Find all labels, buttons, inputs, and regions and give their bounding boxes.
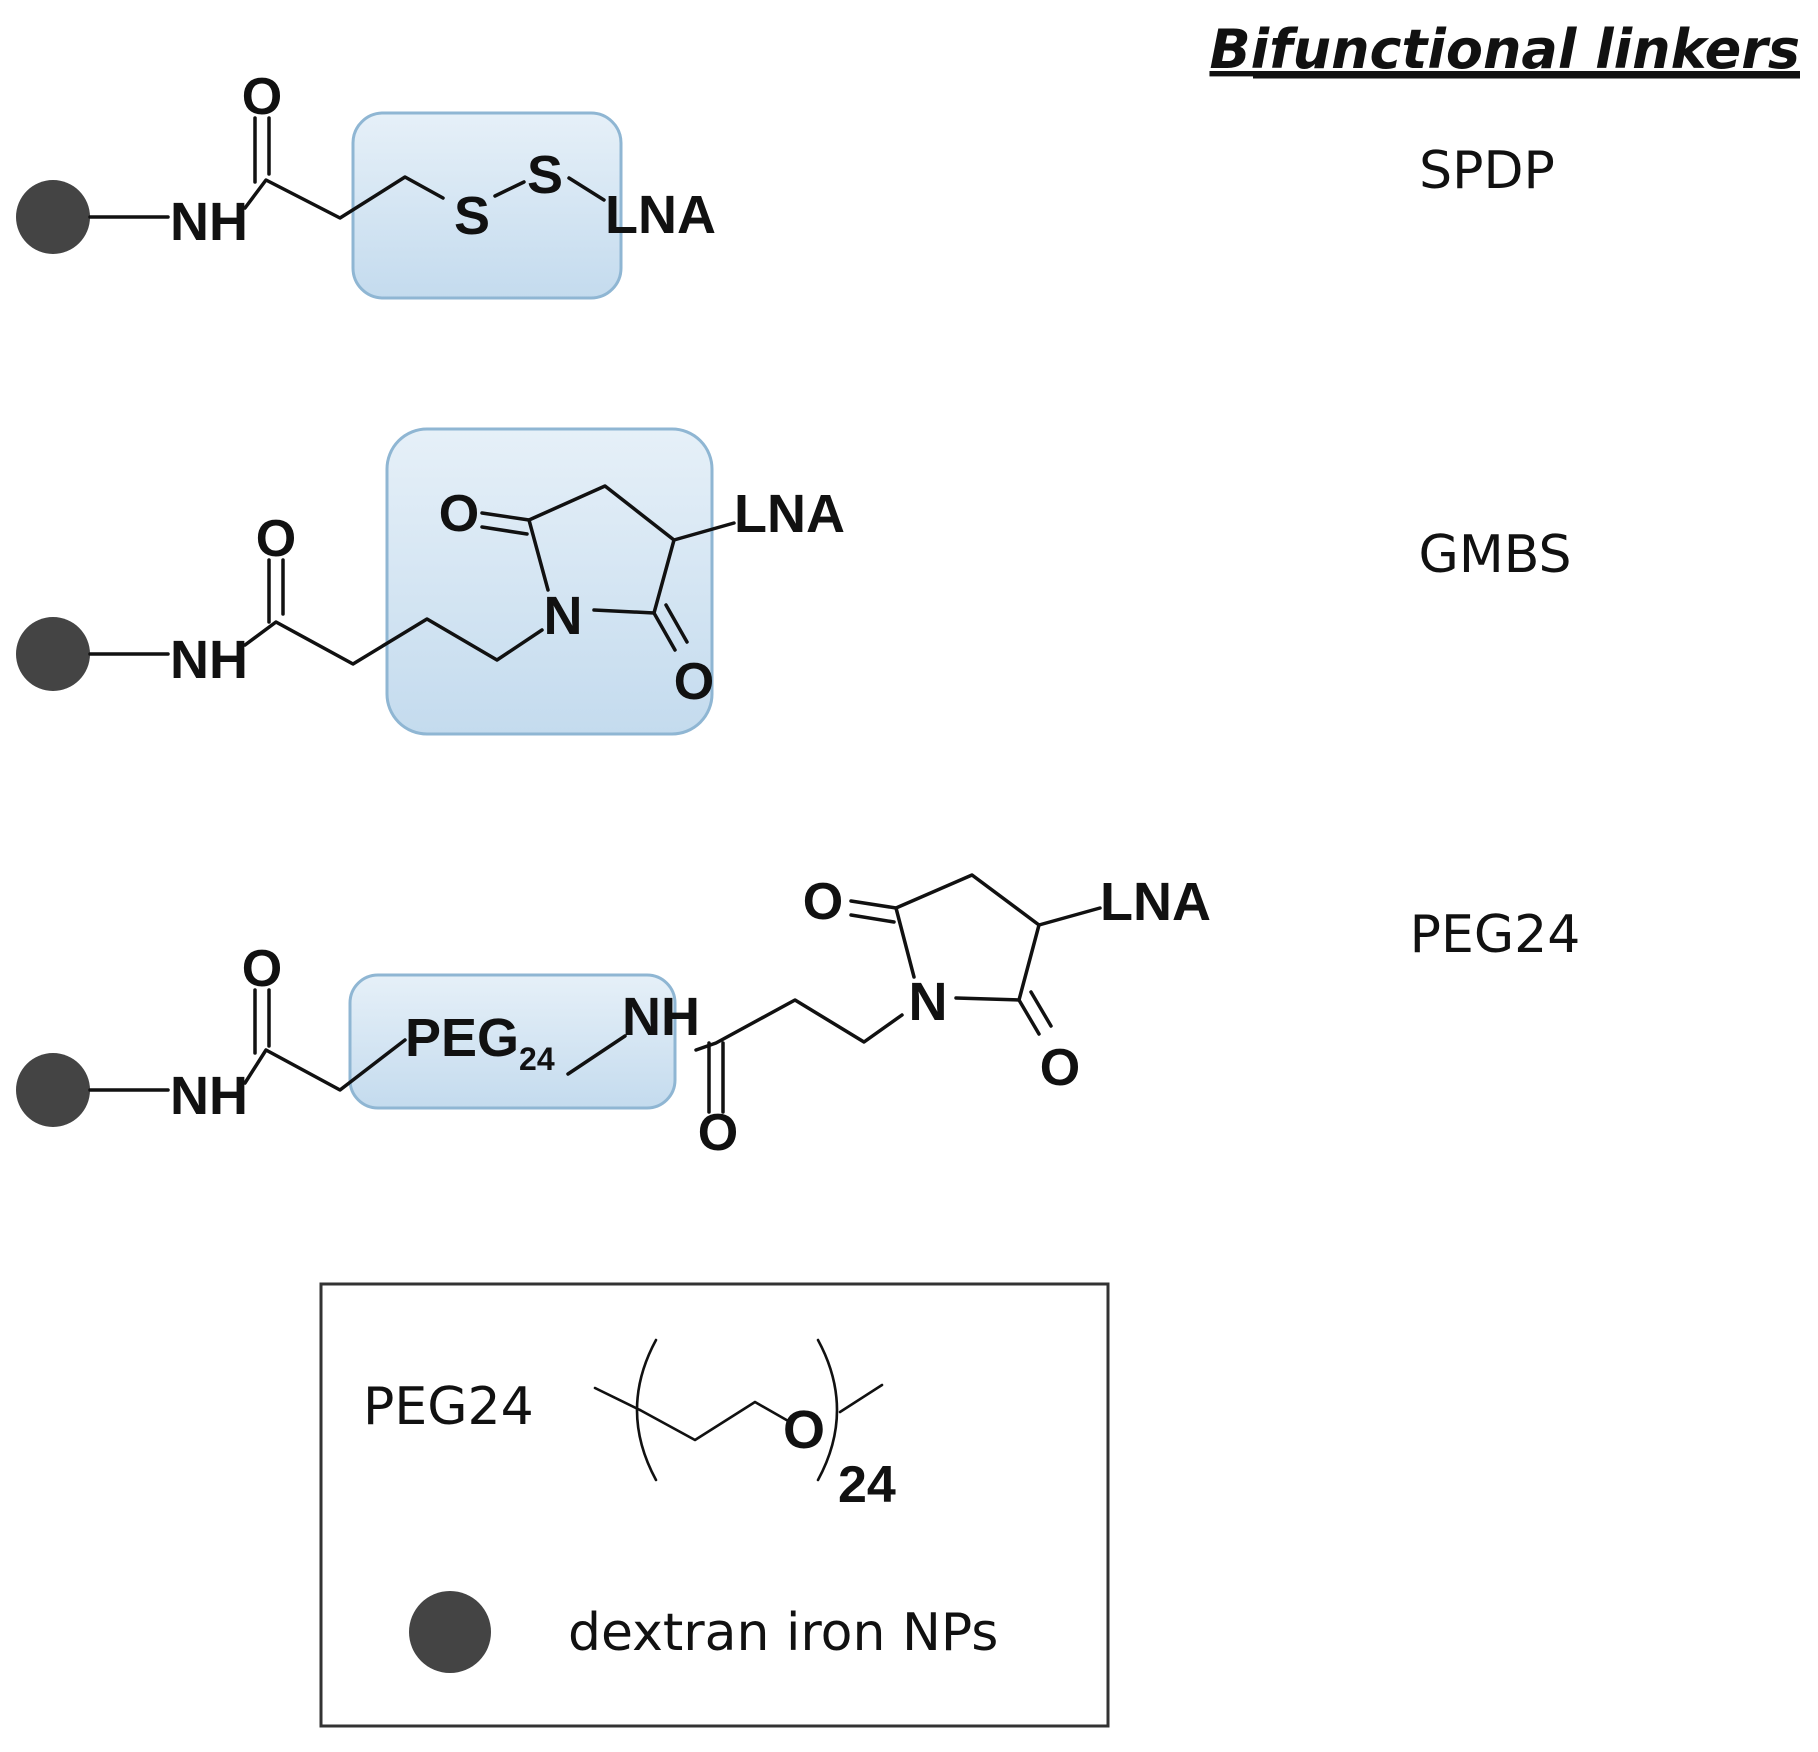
gmbs-nh-label: NH bbox=[170, 630, 248, 690]
spdp-s1-label: S bbox=[454, 186, 490, 246]
gmbs-ring-o2: O bbox=[674, 653, 714, 711]
gmbs-ring-o1: O bbox=[439, 485, 479, 543]
spdp-highlight-box bbox=[351, 111, 623, 300]
peg24-peg-subscript: 24 bbox=[519, 1041, 555, 1077]
gmbs-structure: NH O N O O LNA bbox=[16, 427, 845, 736]
legend-box: PEG24 O 24 dextran iron NPs bbox=[319, 1282, 1110, 1728]
legend-repeat-o: O bbox=[783, 1400, 825, 1460]
legend-np-label: dextran iron NPs bbox=[568, 1603, 998, 1663]
gmbs-n-label: N bbox=[544, 586, 583, 646]
spdp-lna-label: LNA bbox=[605, 185, 716, 245]
peg-repeat-unit: O 24 bbox=[593, 1338, 896, 1514]
peg24-structure: NH O PEG24 NH O N O O LNA bbox=[16, 872, 1211, 1162]
spdp-s2-label: S bbox=[527, 145, 563, 205]
peg24-highlight-box bbox=[348, 973, 677, 1110]
legend-peg24-label: PEG24 bbox=[363, 1377, 534, 1437]
linker-name-gmbs: GMBS bbox=[1419, 525, 1572, 585]
peg24-carbonyl-o: O bbox=[242, 940, 282, 998]
peg24-lna-label: LNA bbox=[1100, 872, 1211, 932]
legend-border bbox=[319, 1282, 1110, 1728]
header-title: Bifunctional linkers bbox=[1209, 18, 1800, 81]
legend-repeat-n: 24 bbox=[838, 1456, 896, 1514]
gmbs-carbonyl-o: O bbox=[256, 510, 296, 568]
peg24-ring-o2: O bbox=[1040, 1039, 1080, 1097]
peg24-nh2-label: NH bbox=[622, 987, 700, 1047]
peg24-n-label: N bbox=[909, 972, 948, 1032]
spdp-carbonyl-o: O bbox=[242, 68, 282, 126]
legend-nanoparticle-icon bbox=[409, 1591, 491, 1673]
nanoparticle-1 bbox=[16, 180, 90, 254]
linker-name-spdp: SPDP bbox=[1419, 141, 1555, 201]
nanoparticle-3 bbox=[16, 1053, 90, 1127]
spdp-nh-label: NH bbox=[170, 192, 248, 252]
peg24-peg-label: PEG24 bbox=[405, 1008, 555, 1077]
peg24-amide-o: O bbox=[698, 1104, 738, 1162]
linker-name-peg24: PEG24 bbox=[1410, 905, 1581, 965]
nanoparticle-2 bbox=[16, 617, 90, 691]
peg24-ring-o1: O bbox=[803, 873, 843, 931]
gmbs-lna-label: LNA bbox=[734, 484, 845, 544]
peg24-nh-label: NH bbox=[170, 1066, 248, 1126]
peg24-peg-text: PEG bbox=[405, 1008, 519, 1068]
spdp-structure: NH O S S LNA bbox=[16, 68, 716, 300]
